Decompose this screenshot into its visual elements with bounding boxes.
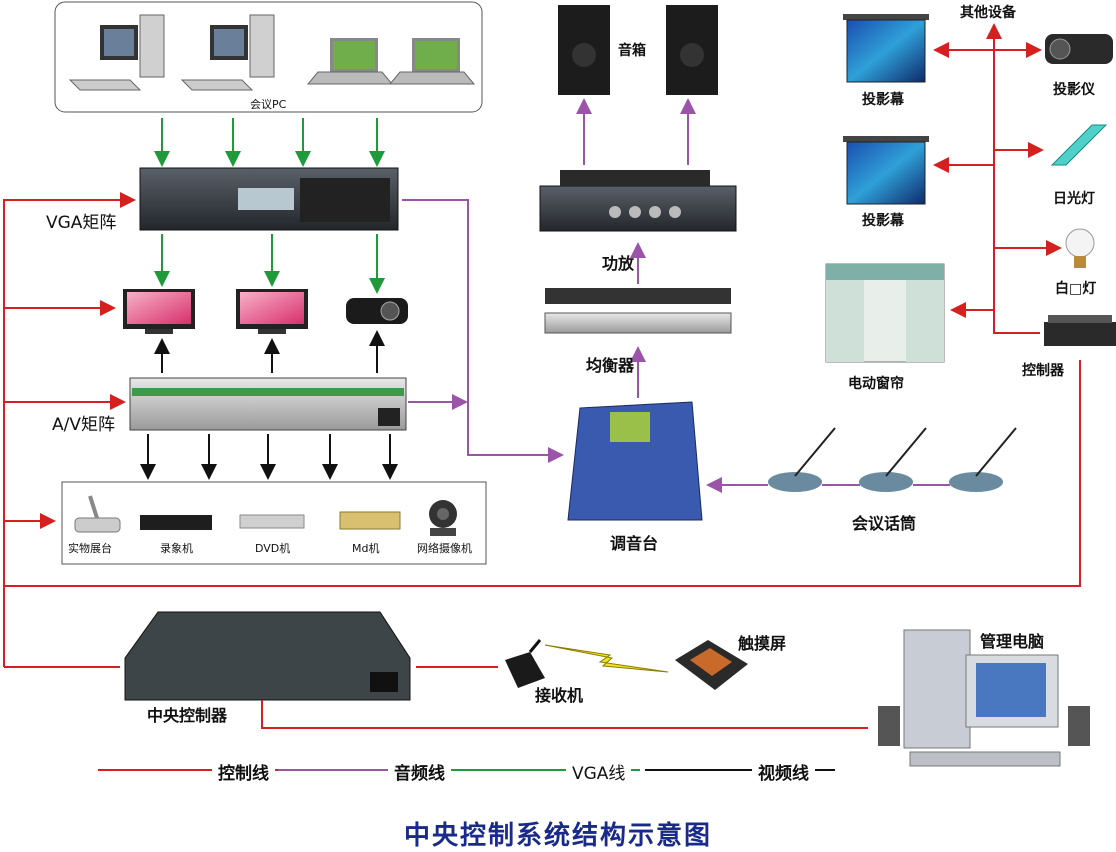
central-label: 中央控制器 [147,706,228,725]
audio-lines [402,98,950,493]
curtain-label: 电动窗帘 [848,376,904,392]
receiver-icon [505,639,545,688]
management-pc-icon [878,629,1090,767]
controller-device [1044,315,1116,346]
speaker-icon [558,5,610,95]
controller-label: 控制器 [1022,363,1064,379]
recorder-label: 录象机 [160,542,193,555]
control-lines [3,23,1081,729]
av-matrix-device [129,377,407,431]
screen-label-1: 投影幕 [862,92,904,108]
fluorescent-lamp-icon [1050,124,1108,166]
camera-icon [429,500,457,536]
projector-icon [1045,34,1113,64]
touch-screen-label: 触摸屏 [738,634,787,653]
visualizer-icon [74,495,121,533]
pc-label: 会议PC [250,98,287,111]
microphone-icon [768,427,836,492]
eq-label: 均衡器 [586,356,635,375]
central-controller-device [124,611,411,701]
projector-icon [346,298,408,324]
vga-matrix-device [139,167,399,231]
md-label: Md机 [352,542,380,555]
projection-screen-icon [843,14,929,83]
speaker-label: 音箱 [618,43,646,59]
projection-screen-icon [843,136,929,205]
legend-audio: 音频线 [388,759,451,784]
light-bulb-icon [1065,228,1095,268]
speaker-icon [666,5,718,95]
microphone-icon [949,427,1017,492]
av-matrix-label: A/V矩阵 [52,415,115,435]
receiver-label: 接收机 [535,686,584,705]
mgmt-pc-label: 管理电脑 [980,632,1045,651]
curtain-icon [825,263,945,363]
touch-screen-icon [675,640,748,690]
microphone-icon [859,427,927,492]
fluorescent-label: 日光灯 [1053,191,1095,207]
amplifier-device [539,170,737,232]
vga-matrix-label: VGA矩阵 [46,213,117,233]
wireless-signal [544,644,669,673]
camera-label: 网络摄像机 [417,542,472,555]
mixer-label: 调音台 [610,534,659,553]
dvd-label: DVD机 [255,542,291,555]
recorder-icon [140,515,212,530]
vga-lines [154,118,385,294]
laptop-icon [388,38,476,85]
diagram-title: 中央控制系统结构示意图 [403,821,712,851]
projector-label: 投影仪 [1053,82,1095,98]
incandescent-label: 白□灯 [1055,281,1097,297]
screen-label-2: 投影幕 [862,213,904,229]
amp-label: 功放 [602,254,635,273]
desktop-pc-icon [68,14,165,91]
tv-icon [123,289,195,334]
laptop-icon [306,38,394,85]
dvd-icon [239,514,305,529]
other-devices-label: 其他设备 [960,5,1016,21]
visualizer-label: 实物展台 [68,542,112,555]
video-lines [140,330,398,480]
legend-video: 视频线 [752,759,815,784]
equalizer-device [544,288,732,334]
legend-control: 控制线 [212,759,275,784]
legend-vga: VGA线 [566,759,632,784]
md-icon [339,511,401,530]
desktop-pc-icon [180,14,275,91]
mixer-device [567,401,703,521]
tv-icon [236,289,308,334]
mics-label: 会议话筒 [852,514,917,533]
